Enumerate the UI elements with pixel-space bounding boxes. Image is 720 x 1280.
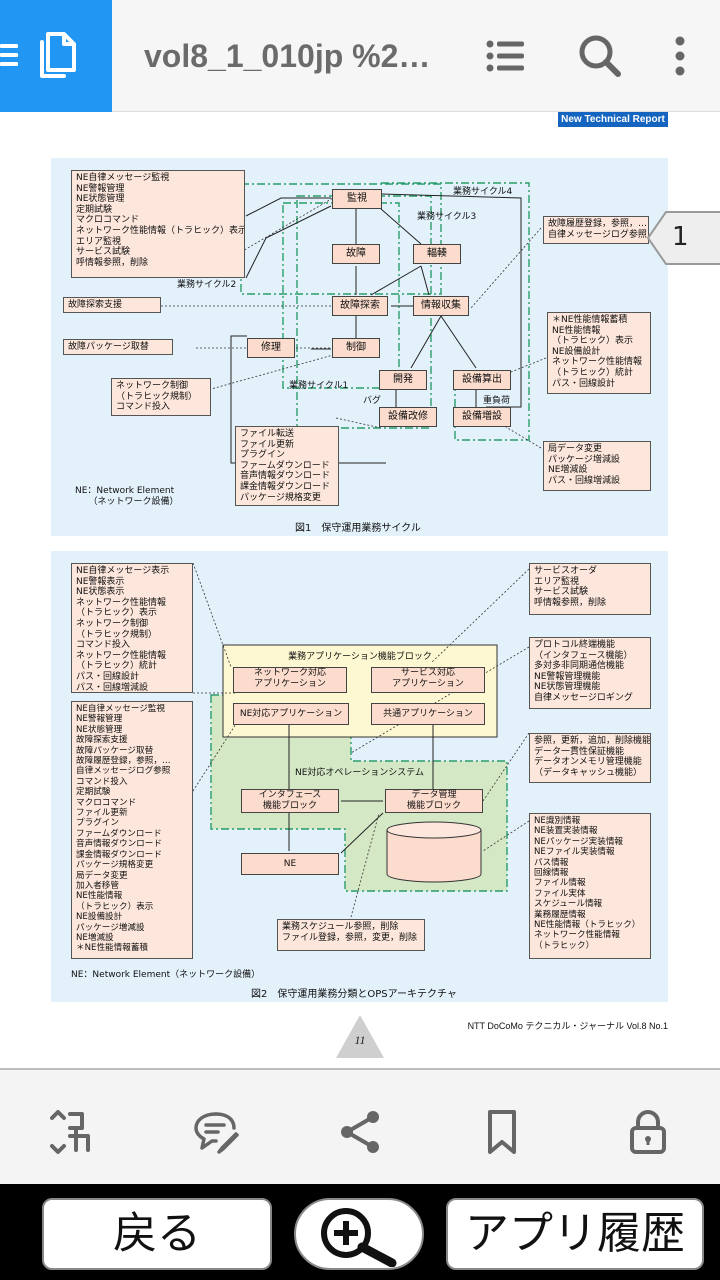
left-bottom-box: NE自律メッセージ監視 NE警報管理 NE状態管理 故障探索支援 故障パッケージ… <box>71 701 193 959</box>
station-list-box: 局データ変更 パッケージ増減設 NE増減設 パス・回線増減設 <box>543 441 651 491</box>
node-service-app: サービス対応 アプリケーション <box>371 667 485 693</box>
comment-icon[interactable] <box>192 1108 240 1156</box>
node-interface-block: インタフェース 機能ブロック <box>241 789 339 813</box>
page-indicator[interactable]: 1 <box>646 210 720 266</box>
node-congestion: 輻輳 <box>413 244 461 264</box>
page-tab-shape <box>336 1015 384 1058</box>
page-indicator-shape <box>646 211 720 265</box>
zoom-in-icon <box>321 1208 397 1268</box>
crop-icon[interactable] <box>48 1108 96 1156</box>
document-page[interactable]: New Technical Report <box>0 112 720 1058</box>
share-icon[interactable] <box>336 1108 384 1156</box>
figure-1-caption: 図1 保守運用業務サイクル <box>295 523 421 534</box>
network-control-box: ネットワーク制御 （トラヒック規制） コマンド投入 <box>111 378 211 416</box>
node-capacity-calc: 設備算出 <box>453 370 511 390</box>
bookmark-icon[interactable] <box>478 1108 526 1156</box>
node-fault-search: 故障探索 <box>332 296 388 316</box>
list-icon[interactable] <box>482 32 530 80</box>
app-block-title: 業務アプリケーション機能ブロック <box>288 652 432 662</box>
node-network-app: ネットワーク対応 アプリケーション <box>233 667 347 693</box>
figure-2: NE自律メッセージ表示 NE警報表示 NE状態表示 ネットワーク性能情報 （トラ… <box>51 551 668 1002</box>
system-navigation: 戻る アプリ履歴 <box>0 1184 720 1280</box>
figure-2-note: NE：Network Element（ネットワーク設備） <box>71 970 261 980</box>
node-equip-modify: 設備改修 <box>379 407 437 427</box>
fault-package-box: 故障パッケージ取替 <box>63 339 173 355</box>
node-ne: NE <box>241 853 339 875</box>
fault-support-box: 故障探索支援 <box>63 297 161 313</box>
node-repair: 修理 <box>247 338 295 358</box>
right-box-1: サービスオーダ エリア監視 サービス試験 呼情報参照，削除 <box>529 563 651 615</box>
lock-icon[interactable] <box>624 1108 672 1156</box>
node-info-collect: 情報収集 <box>413 296 469 316</box>
node-control: 制御 <box>332 338 380 358</box>
ne-os-label: NE対応オペレーションシステム <box>295 768 424 778</box>
left-top-box: NE自律メッセージ表示 NE警報表示 NE状態表示 ネットワーク性能情報 （トラ… <box>71 563 193 693</box>
node-data-block: データ管理 機能ブロック <box>385 789 483 813</box>
more-vert-icon[interactable] <box>656 32 704 80</box>
hamburger-icon <box>0 44 18 71</box>
label-cycle2: 業務サイクル2 <box>177 280 237 290</box>
document-menu-button[interactable] <box>0 0 112 112</box>
label-cycle3: 業務サイクル3 <box>417 212 477 222</box>
page-number-tab: 11 <box>336 1015 384 1058</box>
history-ref-box: 故障履歴登録，参照，… 自律メッセージログ参照 <box>543 216 649 244</box>
right-box-3: 参照，更新，追加，削除機能 データ一貫性保証機能 データオンメモリ管理機能 （デ… <box>529 733 651 783</box>
back-button[interactable]: 戻る <box>42 1198 272 1270</box>
node-fault: 故障 <box>332 244 380 264</box>
label-bug: バグ <box>363 396 382 406</box>
label-cycle1: 業務サイクル1 <box>289 381 349 391</box>
document-title: vol8_1_010jp %2… <box>144 38 431 74</box>
monitor-list-box: NE自律メッセージ監視 NE警報管理 NE状態管理 定期試験 マクロコマンド ネ… <box>71 170 245 278</box>
page-number: 11 <box>354 1033 366 1047</box>
header-badge: New Technical Report <box>558 112 668 127</box>
label-cycle4: 業務サイクル4 <box>453 187 513 197</box>
zoom-button[interactable] <box>294 1198 424 1270</box>
node-monitor: 監視 <box>332 189 382 209</box>
node-develop: 開発 <box>379 370 427 390</box>
figure-2-caption: 図2 保守運用業務分類とOPSアーキテクチャ <box>251 989 457 1000</box>
right-box-4: NE識別情報 NE装置実装情報 NEパッケージ実装情報 NEファイル実装情報 パ… <box>529 813 651 959</box>
node-common-app: 共通アプリケーション <box>371 703 485 725</box>
bottom-toolbar <box>0 1068 720 1184</box>
top-toolbar: vol8_1_010jp %2… <box>0 0 720 112</box>
figure-1-note: NE：Network Element （ネットワーク設備） <box>75 486 179 507</box>
node-equip-add: 設備増設 <box>453 407 511 427</box>
figure-1: NE自律メッセージ監視 NE警報管理 NE状態管理 定期試験 マクロコマンド ネ… <box>51 158 668 536</box>
right-box-2: プロトコル終端機能 （インタフェース機能） 多対多非同期通信機能 NE警報管理機… <box>529 637 651 709</box>
file-list-box: ファイル転送 ファイル更新 プラグイン ファームダウンロード 音声情報ダウンロー… <box>235 426 339 506</box>
node-ne-app: NE対応アプリケーション <box>233 703 349 725</box>
app-history-button[interactable]: アプリ履歴 <box>446 1198 704 1270</box>
label-overload: 重負荷 <box>483 396 511 406</box>
journal-footer: NTT DoCoMo テクニカル・ジャーナル Vol.8 No.1 <box>467 1021 668 1031</box>
current-page: 1 <box>672 222 689 252</box>
document-icon <box>40 32 76 78</box>
search-icon[interactable] <box>576 32 624 80</box>
perf-list-box: ＊NE性能情報蓄積 NE性能情報 （トラヒック）表示 NE設備設計 ネットワーク… <box>547 312 651 394</box>
schedule-box: 業務スケジュール参照，削除 ファイル登録，参照，変更，削除 <box>277 919 425 951</box>
